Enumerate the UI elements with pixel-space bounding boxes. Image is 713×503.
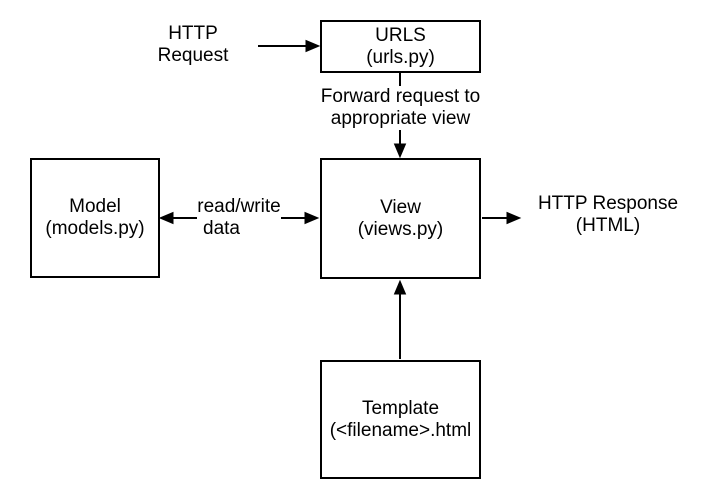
view-to-response-arrow <box>482 211 522 225</box>
template-node-title: Template <box>361 397 440 419</box>
model-node-title: Model <box>69 196 121 217</box>
http-request-label: HTTP Request <box>140 23 246 67</box>
forward-request-label-line2: appropriate view <box>330 108 471 129</box>
forward-request-label: Forward request to appropriate view <box>320 86 481 130</box>
view-node-file: (views.py) <box>357 218 444 240</box>
http-response-label-line1: HTTP Response <box>537 193 679 214</box>
http-response-label-line2: (HTML) <box>575 215 641 236</box>
arrowhead-right-icon <box>305 39 321 53</box>
arrowhead-right-icon <box>506 211 522 225</box>
model-node-file: (models.py) <box>45 218 145 239</box>
template-node-file: (<filename>.html <box>329 419 472 441</box>
arrowhead-up-icon <box>393 279 407 295</box>
forward-request-label-line1: Forward request to <box>320 86 481 107</box>
arrowhead-right-icon <box>304 211 320 225</box>
read-write-data-label-line2: data <box>203 218 240 239</box>
urls-node-file: (urls.py) <box>366 46 435 68</box>
urls-node: URLS (urls.py) <box>320 20 481 73</box>
http-request-to-urls-arrow <box>258 39 321 53</box>
http-response-label: HTTP Response (HTML) <box>527 193 689 237</box>
http-request-label-line2: Request <box>157 45 229 66</box>
view-node-title: View <box>380 196 421 218</box>
read-write-data-label: read/write data <box>197 196 281 240</box>
http-request-label-line1: HTTP <box>168 23 218 44</box>
model-node: Model (models.py) <box>30 158 160 278</box>
urls-node-title: URLS <box>375 24 426 46</box>
template-to-view-arrow <box>393 279 407 359</box>
arrowhead-left-icon <box>158 211 174 225</box>
read-write-data-label-line1: read/write <box>197 196 281 217</box>
arrowhead-down-icon <box>393 143 407 159</box>
view-node: View (views.py) <box>320 158 481 279</box>
template-node: Template (<filename>.html <box>320 360 481 479</box>
